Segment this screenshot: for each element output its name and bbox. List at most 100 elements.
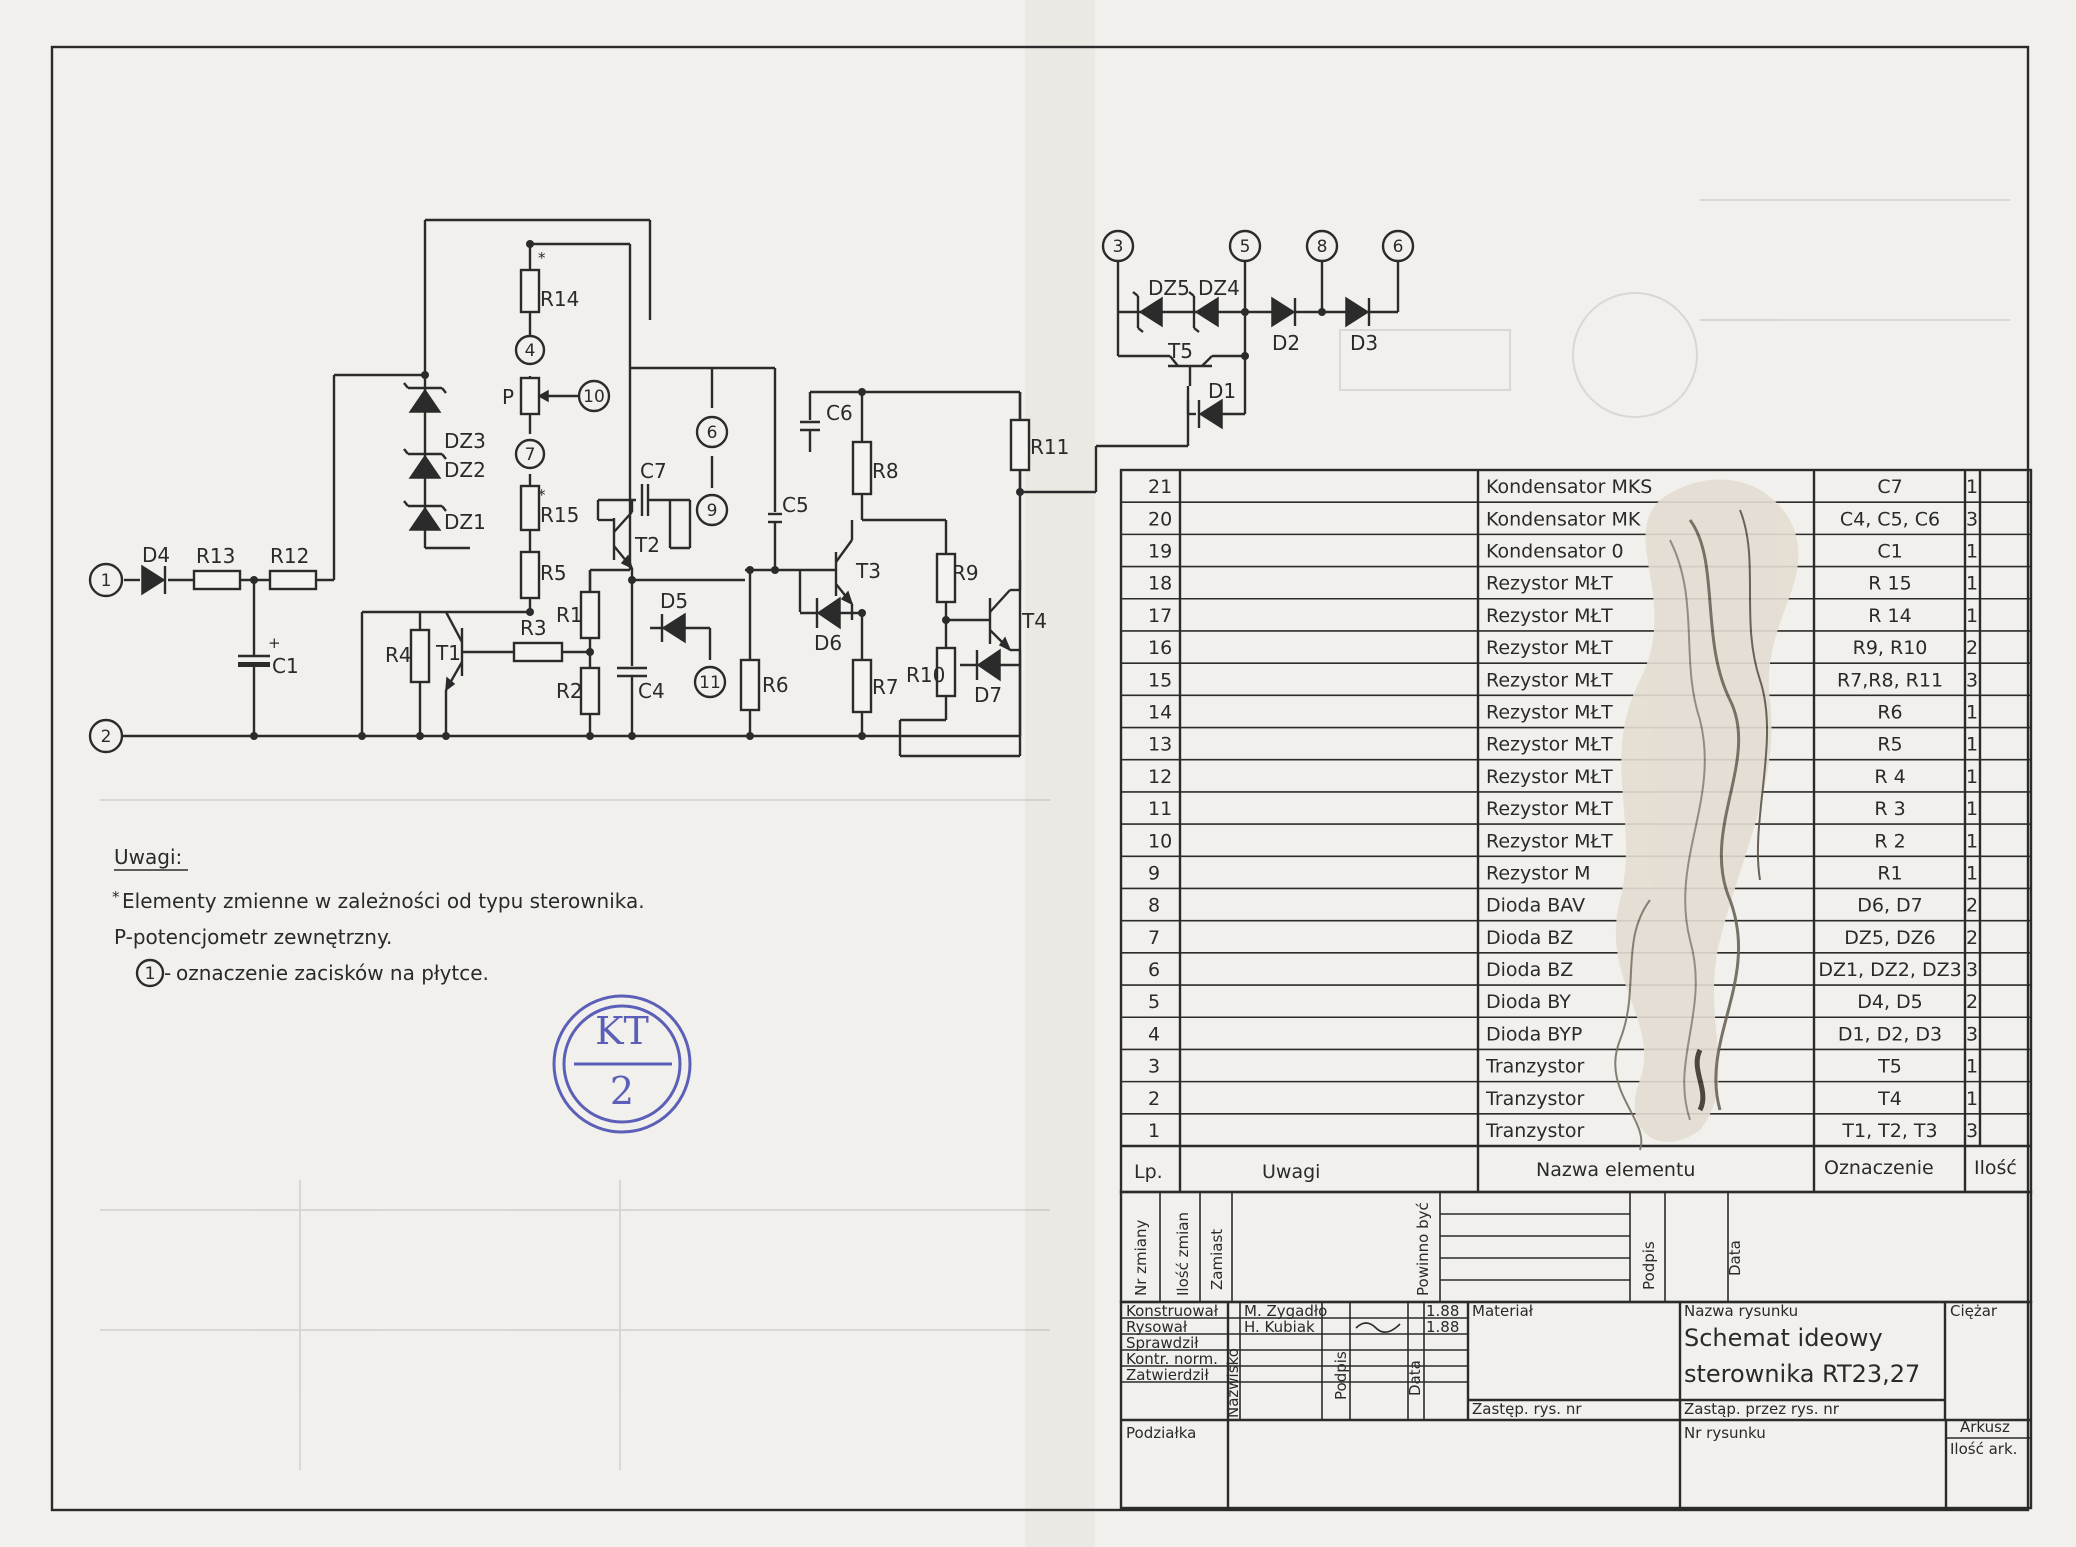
label-D2: D2 [1272,331,1300,355]
svg-text:Nr rysunku: Nr rysunku [1684,1424,1766,1442]
header-lp: Lp. [1134,1161,1163,1183]
svg-text:11: 11 [699,673,721,693]
konstruktor-name: M. Zygadło [1244,1302,1327,1320]
table-cell-lp: 3 [1148,1056,1160,1078]
table-cell-oznaczenie: T5 [1877,1056,1902,1078]
svg-text:Zastąp. przez rys. nr: Zastąp. przez rys. nr [1684,1400,1840,1418]
title-block: Konstruował Rysował Sprawdził Kontr. nor… [1119,1300,2033,1510]
table-cell-nazwa: Dioda BYP [1486,1023,1582,1045]
rysownik-name: H. Kubiak [1244,1318,1315,1336]
table-cell-oznaczenie: R 15 [1868,573,1911,595]
table-cell-lp: 4 [1148,1023,1160,1045]
svg-text:Arkusz: Arkusz [1960,1418,2010,1436]
svg-text:6: 6 [1393,237,1404,257]
label-DZ2: DZ2 [444,458,486,482]
table-cell-lp: 13 [1148,734,1172,756]
label-T3: T3 [855,559,881,583]
svg-text:Podziałka: Podziałka [1126,1424,1196,1442]
stamp-bottom: 2 [610,1069,634,1113]
table-cell-nazwa: Dioda BZ [1486,959,1573,981]
svg-text:2: 2 [101,727,112,747]
table-cell-nazwa: Rezystor MŁT [1486,669,1613,691]
notes-section: Uwagi: * Elementy zmienne w zależności o… [112,845,645,988]
table-cell-ilosc: 1 [1966,1056,1978,1078]
table-cell-ilosc: 1 [1966,830,1978,852]
table-cell-nazwa: Dioda BY [1486,991,1571,1013]
terminal-3: 3 [1101,229,1135,263]
table-cell-ilosc: 1 [1966,573,1978,595]
table-cell-lp: 10 [1148,830,1172,852]
table-cell-nazwa: Tranzystor [1485,1088,1585,1110]
label-P: P [502,385,514,409]
svg-text:1.88: 1.88 [1426,1302,1459,1320]
svg-text:Nazwa rysunku: Nazwa rysunku [1684,1302,1798,1320]
table-cell-lp: 7 [1148,927,1160,949]
terminal-1: 1 [88,562,124,598]
label-T4: T4 [1021,609,1047,633]
stamp-top: KT [595,1009,649,1053]
label-DZ3: DZ3 [444,429,486,453]
svg-text:Kontr. norm.: Kontr. norm. [1126,1350,1218,1368]
label-D4: D4 [142,543,170,567]
terminal-6-top: 6 [1381,229,1415,263]
table-cell-nazwa: Kondensator MKS [1486,476,1652,498]
svg-text:*: * [538,249,546,267]
svg-text:Nazwisko: Nazwisko [1224,1348,1242,1418]
label-R4: R4 [385,643,412,667]
notes-line-3: oznaczenie zacisków na płytce. [176,961,489,985]
terminal-11: 11 [693,665,727,699]
table-cell-oznaczenie: R 4 [1874,766,1905,788]
table-cell-oznaczenie: DZ1, DZ2, DZ3 [1818,959,1961,981]
label-C4: C4 [638,679,665,703]
svg-text:Nr zmiany: Nr zmiany [1132,1219,1150,1296]
svg-text:Podpis: Podpis [1640,1241,1658,1290]
svg-text:Ilość zmian: Ilość zmian [1174,1212,1192,1296]
marbling-overlay [1614,479,1799,1151]
table-cell-nazwa: Rezystor MŁT [1486,637,1613,659]
label-D5: D5 [660,589,688,613]
label-R15: R15 [540,503,579,527]
terminal-6: 6 [695,415,729,449]
svg-text:Konstruował: Konstruował [1126,1302,1219,1320]
table-cell-nazwa: Tranzystor [1485,1120,1585,1142]
notes-heading: Uwagi: [114,845,182,869]
label-T1: T1 [435,641,461,665]
table-cell-ilosc: 3 [1966,508,1978,530]
table-cell-ilosc: 1 [1966,734,1978,756]
table-cell-oznaczenie: D6, D7 [1857,895,1923,917]
table-cell-nazwa: Rezystor MŁT [1486,798,1613,820]
label-R10: R10 [906,663,945,687]
table-cell-oznaczenie: T4 [1877,1088,1902,1110]
table-cell-oznaczenie: D4, D5 [1857,991,1923,1013]
label-R14: R14 [540,287,579,311]
table-cell-nazwa: Rezystor MŁT [1486,573,1613,595]
table-cell-lp: 20 [1148,508,1172,530]
svg-text:Ilość ark.: Ilość ark. [1950,1440,2017,1458]
table-cell-ilosc: 2 [1966,991,1978,1013]
table-cell-ilosc: 2 [1966,637,1978,659]
svg-text:3: 3 [1113,237,1124,257]
label-R3: R3 [520,616,547,640]
table-cell-oznaczenie: D1, D2, D3 [1838,1023,1942,1045]
table-cell-oznaczenie: R1 [1877,862,1902,884]
svg-text:8: 8 [1317,237,1328,257]
terminal-10: 10 [577,379,611,413]
table-cell-lp: 14 [1148,702,1172,724]
table-cell-ilosc: 1 [1966,1088,1978,1110]
svg-text:Data: Data [1726,1240,1744,1276]
table-cell-nazwa: Rezystor M [1486,862,1590,884]
drawing-frame [50,45,2030,1512]
svg-text:6: 6 [707,423,718,443]
table-cell-ilosc: 1 [1966,798,1978,820]
label-C6: C6 [826,401,853,425]
paper-fold [1025,0,1095,1547]
table-cell-nazwa: Rezystor MŁT [1486,830,1613,852]
table-cell-lp: 15 [1148,669,1172,691]
svg-text:+: + [268,634,281,652]
terminal-8: 8 [1305,229,1339,263]
label-T5: T5 [1167,339,1193,363]
label-D1: D1 [1208,379,1236,403]
header-oznaczenie: Oznaczenie [1824,1157,1934,1179]
label-D3: D3 [1350,331,1378,355]
